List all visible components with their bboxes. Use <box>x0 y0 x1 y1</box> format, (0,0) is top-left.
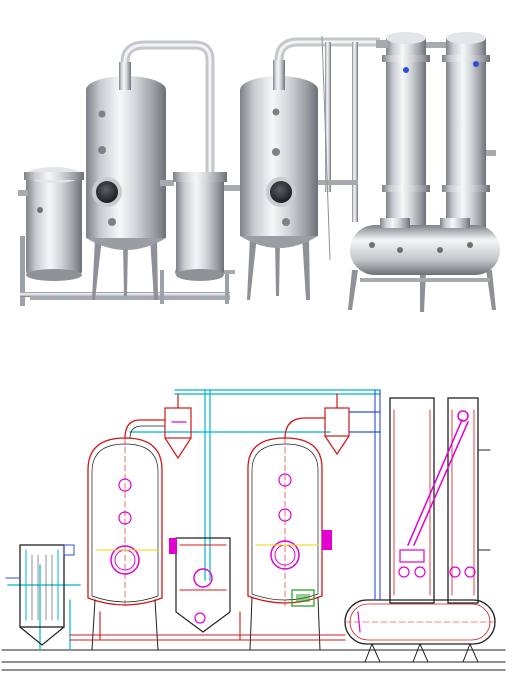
evaporator-tank-1 <box>86 40 215 300</box>
condenser-column-1 <box>376 32 430 238</box>
cad-evaporator-2 <box>247 417 332 651</box>
separator-1 <box>18 167 84 281</box>
cad-cyan-piping <box>7 389 381 651</box>
separator-2 <box>173 172 244 281</box>
evaporator-cad-svg <box>1 389 506 671</box>
cad-cyclone-1 <box>164 394 192 460</box>
cad-base-piping <box>69 389 381 641</box>
receiver-tank <box>348 218 500 312</box>
cad-separator-middle <box>169 537 231 633</box>
cad-pump <box>291 589 315 607</box>
cad-separator-left <box>5 544 75 646</box>
cad-cyclone-2 <box>324 393 381 456</box>
cad-cross-pipe <box>407 410 469 546</box>
connecting-pipes <box>318 35 358 261</box>
evaporator-cad-drawing <box>0 350 520 700</box>
evaporator-photo <box>18 32 500 312</box>
cad-condenser-2 <box>447 397 491 604</box>
evaporator-tank-2 <box>240 37 380 300</box>
cad-ground-lines <box>1 649 506 671</box>
condenser-column-2 <box>426 32 496 238</box>
cad-receiver-tank <box>344 599 496 663</box>
evaporator-photo-svg <box>18 32 500 312</box>
cad-evaporator-1 <box>87 419 166 651</box>
